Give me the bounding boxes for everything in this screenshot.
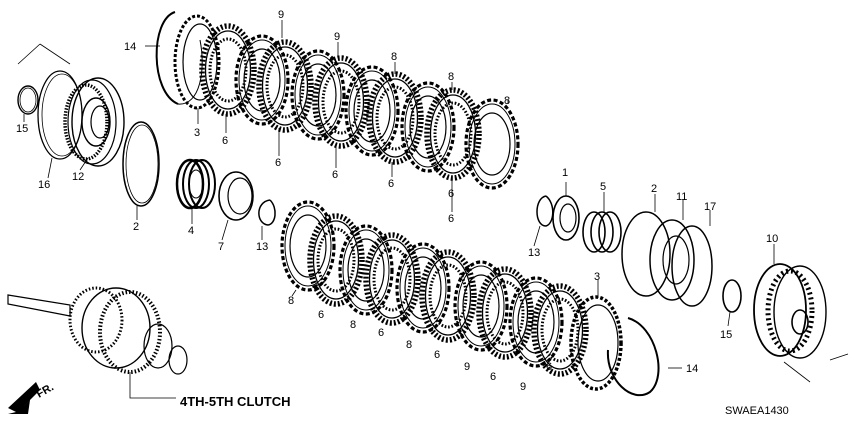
callout-2-left: 2 [133,221,139,233]
callout-4: 4 [188,225,194,237]
o-ring-small [17,85,39,115]
callout-3-bottom: 3 [594,271,600,283]
callout-1: 1 [562,167,568,179]
callout-6: 6 [448,213,454,225]
callout-6: 6 [222,135,228,147]
callout-labels: 14 3 6 9 9 6 6 8 8 6 6 8 6 15 16 12 2 4 … [16,9,778,393]
callout-14-top: 14 [124,41,136,53]
spring-retainer [218,171,254,221]
callout-6: 6 [490,371,496,383]
piston-assembly [63,77,125,167]
callout-9: 9 [278,9,284,21]
direction-label: FR. [35,381,56,400]
o-ring-17 [671,225,713,307]
callout-5: 5 [600,181,606,193]
callout-6: 6 [332,169,338,181]
callout-14-bottom: 14 [686,363,698,375]
callout-16: 16 [38,179,50,191]
callout-15-left: 15 [16,123,28,135]
callout-8: 8 [350,319,356,331]
o-ring-15-right [722,279,742,313]
assembly-caption: 4TH-5TH CLUTCH [180,394,291,409]
callout-17: 17 [704,201,716,213]
callout-6: 6 [434,349,440,361]
arrow-icon [8,382,40,414]
callout-6: 6 [318,309,324,321]
callout-8: 8 [504,95,510,107]
callout-2-right: 2 [651,183,657,195]
clutch-plate [464,98,520,190]
callout-9: 9 [334,31,340,43]
callout-9: 9 [464,361,470,373]
piston-right [649,219,695,301]
o-ring-large [37,70,83,160]
snap-ring-top [155,11,203,105]
callout-11: 11 [676,191,687,203]
callout-12: 12 [72,171,84,183]
assembly-bracket [17,43,71,65]
thrust-washer [552,195,580,241]
mainshaft-assembly [7,286,188,399]
callout-6: 6 [448,188,454,200]
clutch-plate [280,200,336,292]
wave-spring [582,211,622,253]
friction-disc [310,216,362,304]
callout-10: 10 [766,233,778,245]
snap-ring-13-left [258,199,276,226]
clutch-end-plate-top [173,14,221,110]
diagram-code: SWAEA1430 [725,405,789,417]
callout-13-left: 13 [256,241,268,253]
callout-8: 8 [448,71,454,83]
leader-lines [23,20,775,369]
callout-13-right: 13 [528,247,540,259]
piston-ring-2 [122,121,160,207]
callout-6: 6 [275,157,281,169]
callout-8: 8 [406,339,412,351]
callout-6: 6 [378,327,384,339]
snap-ring-13-right [536,195,554,227]
end-plate-bottom [569,295,623,391]
callout-7: 7 [218,241,224,253]
callout-6: 6 [546,361,552,373]
callout-15-right: 15 [720,329,732,341]
clutch-drum [753,263,849,383]
piston-ring-right [621,211,671,297]
callout-3-top: 3 [194,127,200,139]
callout-8: 8 [391,51,397,63]
snap-ring-bottom [606,317,660,397]
callout-6: 6 [388,178,394,190]
callout-9: 9 [520,381,526,393]
callout-8: 8 [288,295,294,307]
return-spring [175,158,216,210]
